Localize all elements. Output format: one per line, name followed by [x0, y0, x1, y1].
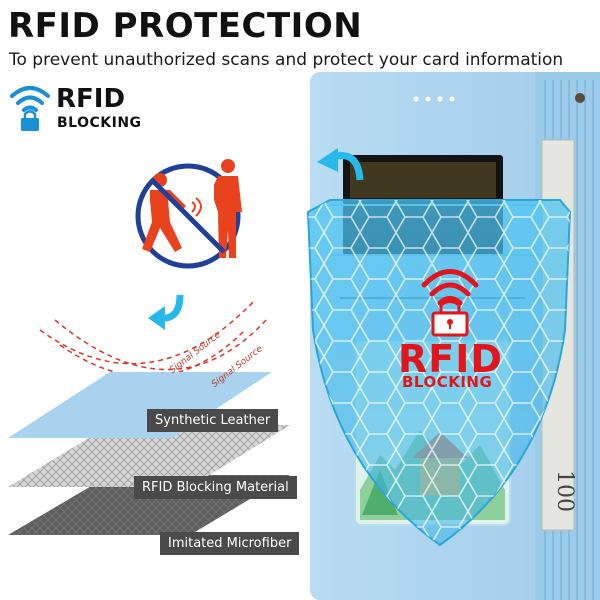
curved-arrow-left [148, 294, 184, 330]
shield-blocking-text: BLOCKING [402, 373, 493, 391]
logo-rfid-text: RFID [56, 84, 126, 114]
material-layers [8, 372, 290, 535]
layer-label-rfid-blocking-material: RFID Blocking Material [134, 476, 297, 499]
layer-label-synthetic-leather: Synthetic Leather [147, 409, 279, 432]
page-subtitle: To prevent unauthorized scans and protec… [9, 50, 564, 70]
layer-label-imitated-microfiber: Imitated Microfiber [160, 532, 300, 555]
no-scanning-icon [135, 159, 242, 269]
logo-blocking-text: BLOCKING [57, 115, 142, 131]
rfid-shield [306, 199, 572, 547]
shield-rfid-text: RFID [398, 337, 503, 381]
wifi-lock-icon [10, 86, 50, 131]
signal-lock-icon [421, 269, 479, 337]
svg-text:100: 100 [552, 470, 577, 512]
curved-arrow-top [317, 148, 364, 181]
page-title: RFID PROTECTION [8, 6, 363, 46]
